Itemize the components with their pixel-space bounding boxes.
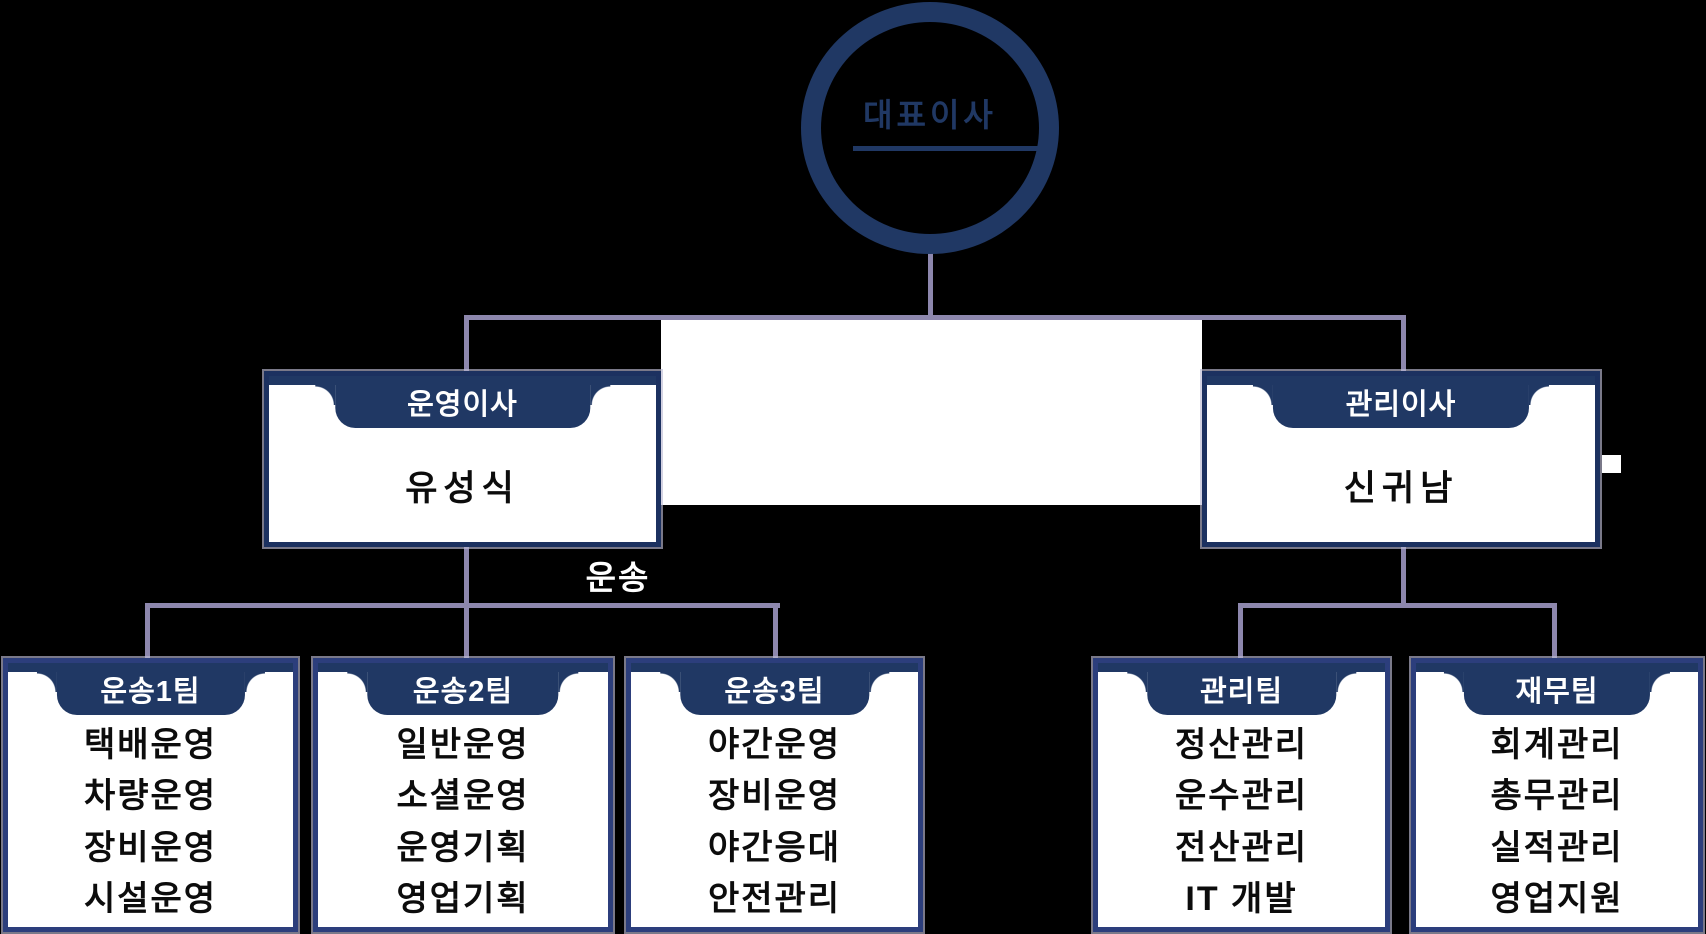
connector-drop-admin-team <box>1238 603 1243 658</box>
connector-trunk-horizontal <box>464 315 1406 320</box>
blank-center-rectangle <box>661 320 1202 505</box>
team-box-finance-header: 재무팀 <box>1416 663 1698 715</box>
connector-operations-down <box>464 547 469 606</box>
team-item: 차량운영 <box>83 777 218 816</box>
team-item: 정산관리 <box>1174 725 1309 764</box>
team-box-transport3: 운송3팀 야간운영 장비운영 야간응대 안전관리 <box>626 658 923 932</box>
director-box-operations-title: 운영이사 <box>314 376 611 428</box>
connector-management-down <box>1401 547 1406 606</box>
director-box-management: 관리이사 신귀남 <box>1202 371 1600 547</box>
team-box-admin-title: 관리팀 <box>1126 663 1357 715</box>
team-item: 야간운영 <box>707 725 842 764</box>
team-box-transport2-header: 운송2팀 <box>318 663 608 715</box>
team-item: 장비운영 <box>707 777 842 816</box>
team-item: IT 개발 <box>1185 880 1298 919</box>
team-item: 실적관리 <box>1490 828 1624 867</box>
team-item: 운영기획 <box>396 828 530 867</box>
connector-drop-team2 <box>464 603 469 658</box>
team-item: 택배운영 <box>83 725 218 764</box>
team-box-transport2: 운송2팀 일반운영 소셜운영 운영기획 영업기획 <box>313 658 613 932</box>
team-item: 일반운영 <box>396 725 530 764</box>
team-item: 영업기획 <box>396 880 530 919</box>
team-item: 운수관리 <box>1174 777 1309 816</box>
team-item: 야간응대 <box>707 828 842 867</box>
small-white-square <box>1602 455 1621 473</box>
connector-transport-branch-horizontal <box>145 603 780 608</box>
connector-drop-operations-director <box>464 315 469 371</box>
team-box-transport1-title: 운송1팀 <box>36 663 265 715</box>
team-box-transport1-header: 운송1팀 <box>8 663 293 715</box>
team-item: 회계관리 <box>1490 725 1624 764</box>
director-box-management-header: 관리이사 <box>1207 376 1595 428</box>
director-box-operations-header: 운영이사 <box>269 376 656 428</box>
team-box-transport2-title: 운송2팀 <box>347 663 580 715</box>
team-box-transport1-items: 택배운영 차량운영 장비운영 시설운영 <box>8 715 293 933</box>
ceo-title: 대표이사 <box>863 97 997 133</box>
team-item: 전산관리 <box>1174 828 1309 867</box>
team-box-transport3-title: 운송3팀 <box>659 663 890 715</box>
team-box-transport1: 운송1팀 택배운영 차량운영 장비운영 시설운영 <box>3 658 298 932</box>
team-box-admin-items: 정산관리 운수관리 전산관리 IT 개발 <box>1098 715 1385 933</box>
connector-drop-team3 <box>773 603 778 658</box>
team-box-transport3-items: 야간운영 장비운영 야간응대 안전관리 <box>631 715 918 933</box>
team-box-finance-title: 재무팀 <box>1443 663 1671 715</box>
branch-label-transport: 운송 <box>585 559 651 596</box>
team-box-finance: 재무팀 회계관리 총무관리 실적관리 영업지원 <box>1411 658 1703 932</box>
ceo-circle-node: 대표이사 <box>801 2 1059 254</box>
team-box-transport2-items: 일반운영 소셜운영 운영기획 영업기획 <box>318 715 608 933</box>
team-box-admin: 관리팀 정산관리 운수관리 전산관리 IT 개발 <box>1093 658 1390 932</box>
team-item: 안전관리 <box>707 880 842 919</box>
connector-drop-team1 <box>145 603 150 658</box>
director-box-management-title: 관리이사 <box>1252 376 1550 428</box>
team-box-finance-items: 회계관리 총무관리 실적관리 영업지원 <box>1416 715 1698 933</box>
team-item: 장비운영 <box>83 828 218 867</box>
team-item: 총무관리 <box>1490 777 1624 816</box>
team-item: 소셜운영 <box>396 777 530 816</box>
team-box-transport3-header: 운송3팀 <box>631 663 918 715</box>
director-box-management-name: 신귀남 <box>1343 468 1459 508</box>
ceo-underline <box>853 146 1043 151</box>
team-box-admin-header: 관리팀 <box>1098 663 1385 715</box>
team-item: 시설운영 <box>83 880 218 919</box>
connector-drop-finance-team <box>1552 603 1557 658</box>
team-item: 영업지원 <box>1490 880 1624 919</box>
director-box-operations: 운영이사 유성식 <box>264 371 661 547</box>
director-box-operations-name: 유성식 <box>405 468 520 508</box>
connector-drop-management-director <box>1401 315 1406 371</box>
connector-admin-branch-horizontal <box>1238 603 1557 608</box>
connector-trunk-vertical <box>928 250 933 317</box>
